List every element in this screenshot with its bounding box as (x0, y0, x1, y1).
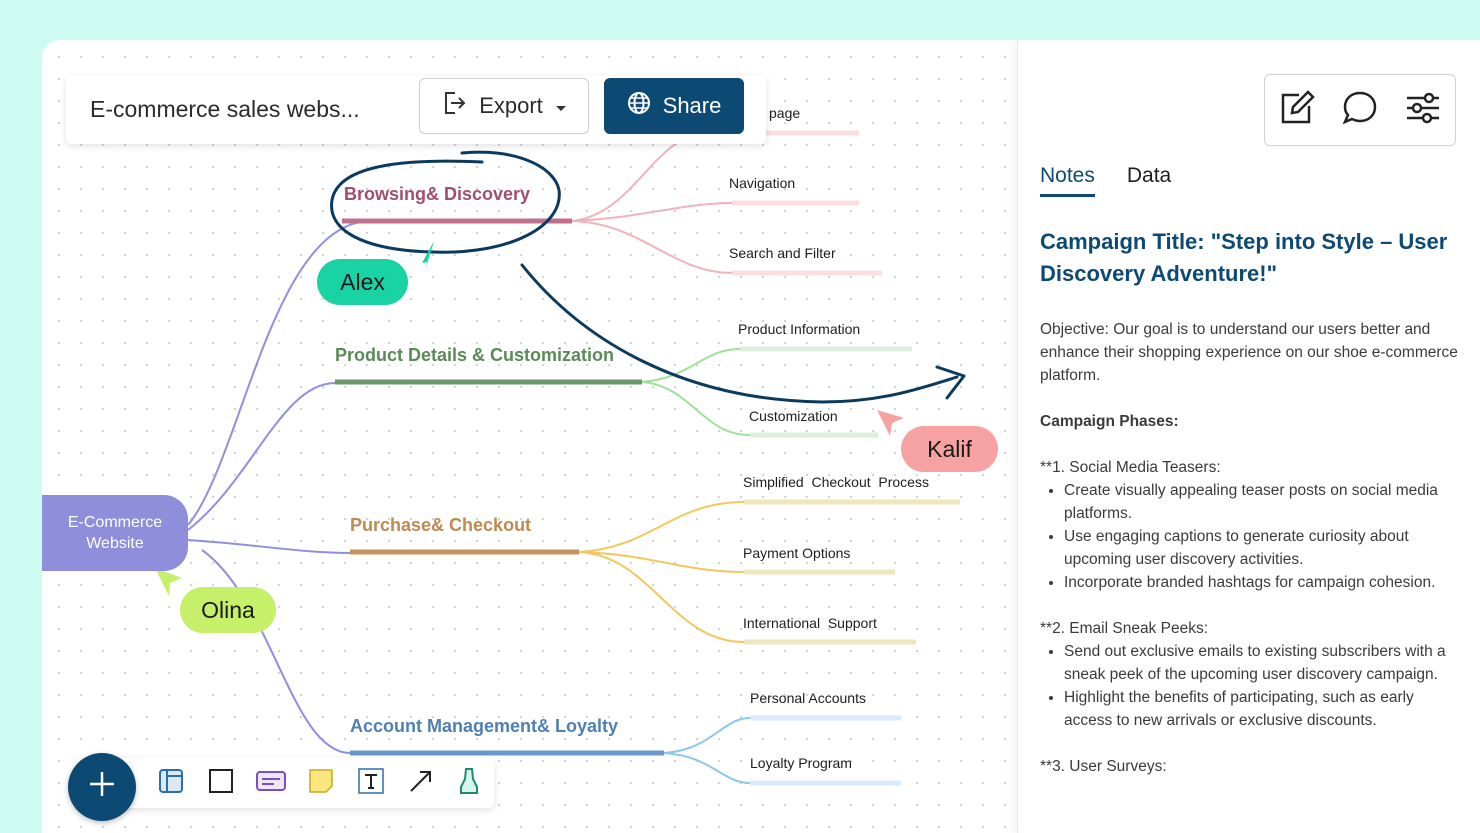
freehand-circle (330, 150, 561, 254)
text-tool[interactable] (356, 767, 386, 800)
branch-purchase-checkout[interactable]: Purchase& Checkout (350, 515, 532, 535)
sticky-note-icon (308, 768, 334, 799)
marker-tool[interactable] (454, 767, 484, 800)
connector-browsing-search (571, 220, 733, 274)
mindmap-canvas[interactable]: E-Commerce Website Browsing& Discovery P… (42, 40, 1017, 833)
bottom-toolbar (114, 758, 494, 808)
cursor-pointer-kalif (877, 410, 904, 436)
phase-3-heading: **3. User Surveys: (1040, 758, 1167, 775)
campaign-title: Campaign Title: "Step into Style – User … (1040, 229, 1448, 286)
share-button[interactable]: Share (604, 78, 744, 134)
leaf-personal-accounts[interactable]: Personal Accounts (750, 690, 866, 706)
leaf-customization[interactable]: Customization (749, 408, 838, 424)
leaf-search-filter[interactable]: Search and Filter (729, 245, 836, 261)
connector-account-personal (663, 717, 751, 754)
connector-purchase-checkout (578, 501, 745, 553)
document-title[interactable]: E-commerce sales webs... (90, 96, 360, 122)
connector-purchase-payment (578, 551, 745, 573)
branch-account-management[interactable]: Account Management& Loyalty (350, 716, 619, 736)
panel-tools (1264, 74, 1456, 146)
mindmap-root-node[interactable]: E-Commerce Website (42, 495, 188, 571)
edit-icon[interactable] (1277, 88, 1317, 133)
objective-text: Objective: Our goal is to understand our… (1040, 321, 1458, 384)
connector-root-product (187, 382, 336, 531)
share-label: Share (662, 93, 722, 118)
settings-sliders-icon[interactable] (1403, 88, 1443, 133)
template-tool[interactable] (156, 768, 186, 798)
marker-icon (458, 767, 480, 800)
sticky-note-tool[interactable] (306, 768, 336, 798)
layout-icon (158, 768, 184, 799)
connector-browsing-navigation (571, 202, 733, 222)
text-icon (357, 767, 385, 800)
export-icon (441, 90, 467, 122)
panel-tabs: Notes Data (1040, 164, 1171, 197)
card-icon (256, 769, 286, 798)
mindmap-connectors (155, 130, 966, 786)
leaf-navigation[interactable]: Navigation (729, 175, 796, 191)
top-toolbar: E-commerce sales webs... Export Share (66, 76, 766, 144)
phase-2-heading: **2. Email Sneak Peeks: (1040, 620, 1209, 637)
tab-data[interactable]: Data (1126, 164, 1172, 187)
cursor-tag-olina: Olina (180, 587, 276, 633)
comment-icon[interactable] (1340, 88, 1380, 133)
leaf-checkout-process[interactable]: Simplified Checkout Process (743, 474, 929, 490)
connector-product-info (641, 348, 741, 383)
chevron-down-icon (555, 93, 567, 119)
plus-icon (87, 766, 117, 809)
phases-heading: Campaign Phases: (1040, 413, 1179, 430)
connector-root-browsing (187, 219, 373, 526)
square-icon (208, 768, 234, 799)
branch-browsing-discovery[interactable]: Browsing& Discovery (344, 184, 531, 204)
list-item: Send out exclusive emails to existing su… (1064, 640, 1460, 686)
connector-root-purchase (187, 539, 351, 554)
card-tool[interactable] (256, 768, 286, 798)
phase-1-heading: **1. Social Media Teasers: (1040, 459, 1221, 476)
freehand-arrowhead (935, 365, 966, 400)
arrow-icon (408, 768, 434, 799)
app-window: E-Commerce Website Browsing& Discovery P… (42, 40, 1480, 833)
export-button[interactable]: Export (419, 78, 589, 134)
leaf-loyalty-program[interactable]: Loyalty Program (750, 755, 852, 771)
root-label: E-Commerce Website (67, 514, 163, 552)
leaf-international-support[interactable]: International Support (743, 615, 877, 631)
branch-product-details[interactable]: Product Details & Customization (335, 345, 615, 365)
globe-icon (627, 91, 651, 121)
arrow-tool[interactable] (406, 768, 436, 798)
leaf-product-information[interactable]: Product Information (738, 321, 861, 337)
tab-notes[interactable]: Notes (1040, 164, 1095, 197)
connector-root-account (201, 549, 351, 754)
cursor-pointer-alex (422, 241, 434, 270)
shape-tool[interactable] (206, 768, 236, 798)
cursor-pointer-olina (155, 568, 182, 596)
export-label: Export (479, 93, 543, 118)
cursor-tag-kalif: Kalif (901, 426, 998, 472)
list-item: Incorporate branded hashtags for campaig… (1064, 571, 1460, 594)
list-item: Create visually appealing teaser posts o… (1064, 479, 1460, 525)
leaf-payment-options[interactable]: Payment Options (743, 545, 851, 561)
notes-content: Campaign Title: "Step into Style – User … (1040, 226, 1460, 778)
list-item: Use engaging captions to generate curios… (1064, 525, 1460, 571)
phase-2-list: Send out exclusive emails to existing su… (1040, 640, 1460, 732)
connector-account-loyalty (663, 752, 751, 784)
connector-product-custom (641, 381, 751, 436)
leaf-page[interactable]: page (769, 105, 801, 121)
phase-1-list: Create visually appealing teaser posts o… (1040, 479, 1460, 594)
add-button[interactable] (68, 753, 136, 821)
cursor-tag-alex: Alex (317, 259, 408, 305)
connector-purchase-intl (578, 551, 745, 643)
freehand-arrow (520, 263, 959, 404)
list-item: Highlight the benefits of participating,… (1064, 686, 1460, 732)
notes-panel: Notes Data Campaign Title: "Step into St… (1017, 40, 1480, 833)
